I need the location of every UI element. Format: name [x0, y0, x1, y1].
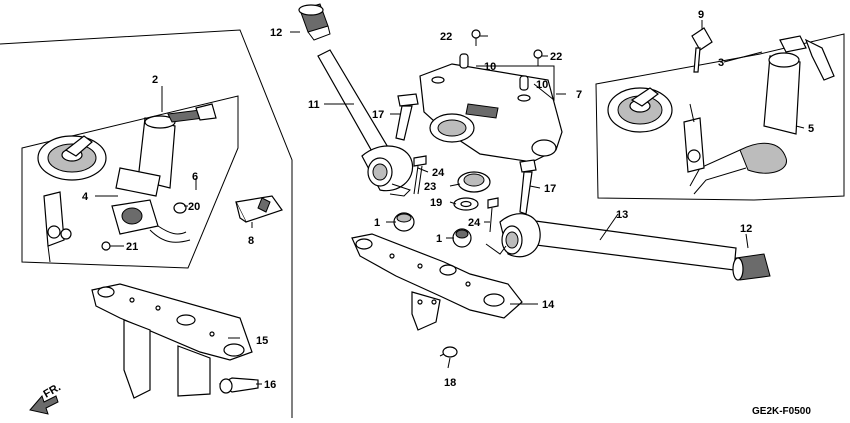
part-8-bracket — [235, 195, 283, 223]
callout-13: 13 — [616, 209, 628, 221]
part-24-bolts — [413, 155, 499, 233]
left-handlebar — [317, 49, 414, 197]
left-grip-end — [298, 3, 331, 41]
callout-20: 20 — [188, 201, 200, 213]
right-grip-end — [732, 253, 771, 281]
callout-6: 6 — [192, 171, 198, 183]
callout-21: 21 — [126, 241, 138, 253]
callout-1-right: 1 — [436, 233, 442, 245]
callout-8: 8 — [248, 235, 254, 247]
part-21-screw — [101, 241, 118, 251]
callout-17-right: 17 — [544, 183, 556, 195]
callout-11: 11 — [308, 99, 320, 111]
callout-12-left: 12 — [270, 27, 282, 39]
callout-7: 7 — [576, 89, 582, 101]
ignition-switch-right — [689, 35, 835, 195]
callout-10-bottom: 10 — [536, 79, 548, 91]
lock-body-left — [111, 199, 191, 243]
callout-19: 19 — [430, 197, 442, 209]
callout-18: 18 — [444, 377, 456, 389]
part-17-bolts — [395, 93, 537, 215]
callout-2: 2 — [152, 74, 158, 86]
part-15-bracket — [91, 283, 253, 399]
right-handlebar — [485, 213, 737, 271]
callout-24-top: 24 — [432, 167, 445, 179]
callout-12-right: 12 — [740, 223, 752, 235]
fuel-cap-right — [607, 87, 673, 133]
callout-16: 16 — [264, 379, 276, 391]
direction-label: FR. — [42, 381, 63, 400]
callout-1-left: 1 — [374, 217, 380, 229]
diagram-code: GE2K-F0500 — [752, 406, 811, 417]
part-10-pins — [459, 53, 529, 91]
callout-9: 9 — [698, 9, 704, 21]
callout-3: 3 — [718, 57, 724, 69]
part-9-key — [691, 27, 713, 73]
front-direction-arrow — [29, 395, 59, 415]
part-22-screws — [471, 29, 543, 66]
callout-4: 4 — [82, 191, 89, 203]
left-panel-border — [0, 29, 293, 418]
callout-24-bottom: 24 — [468, 217, 481, 229]
group-3-frame — [595, 33, 845, 201]
lower-bracket — [351, 233, 523, 331]
part-1-caps — [393, 212, 472, 248]
ignition-switch-left — [115, 103, 217, 197]
callout-10-top: 10 — [484, 61, 496, 73]
fuel-cap-left — [37, 135, 107, 181]
callout-5: 5 — [808, 123, 814, 135]
part-19-washer — [453, 197, 479, 211]
callout-15: 15 — [256, 335, 268, 347]
callout-23: 23 — [424, 181, 436, 193]
callout-14: 14 — [542, 299, 555, 311]
part-16-bolt — [218, 377, 259, 394]
part-20-ring — [173, 202, 187, 214]
cap-lock-part — [43, 191, 72, 263]
part-23-nut — [457, 171, 491, 193]
callout-22-left: 22 — [440, 31, 452, 43]
group-2-frame — [21, 95, 239, 269]
leader-lines — [95, 20, 805, 385]
part-18-screw — [439, 346, 458, 358]
callout-22-right: 22 — [550, 51, 562, 63]
right-cap-lock-part — [683, 103, 705, 173]
callout-17-left: 17 — [372, 109, 384, 121]
